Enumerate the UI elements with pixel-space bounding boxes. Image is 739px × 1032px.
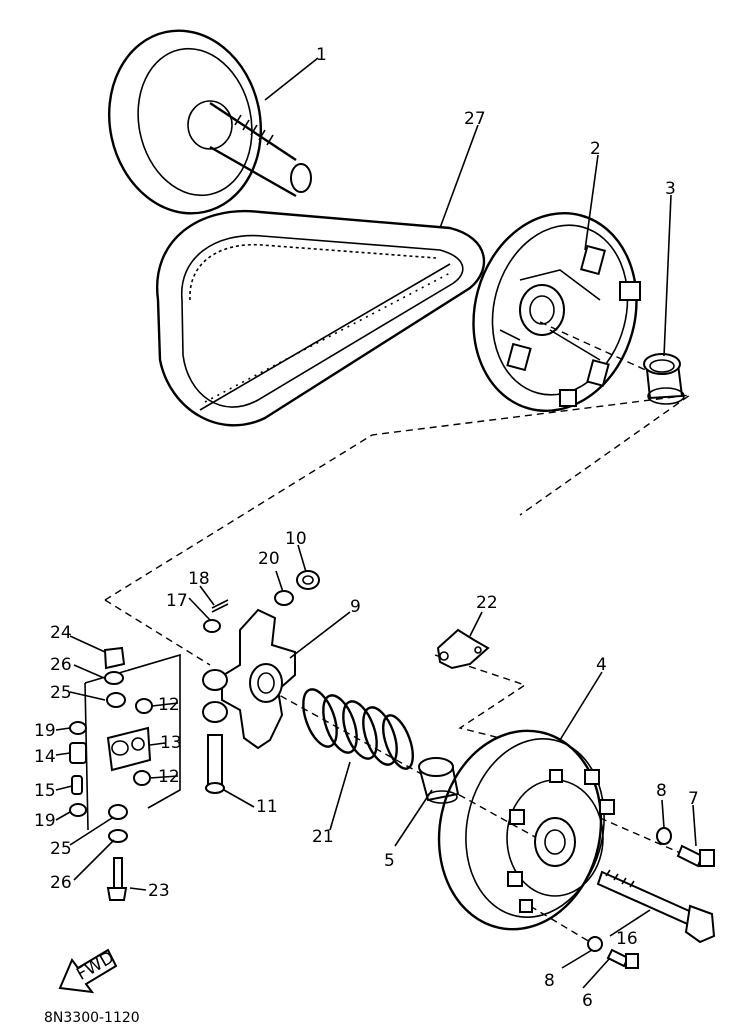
- callout-17: 17: [166, 591, 188, 611]
- part-12-bushing-lower: [133, 770, 151, 786]
- part-16-bolt: [596, 869, 716, 944]
- part-15-pin: [71, 775, 83, 795]
- callout-1: 1: [316, 45, 327, 65]
- part-19-washer-upper: [69, 721, 87, 735]
- callout-14: 14: [34, 747, 56, 767]
- left-weight-stack: [69, 646, 181, 901]
- callout-labels: 1 2 3 4 5 6 7 8 8 9 10 11 12 12 13 14 15…: [34, 45, 699, 1011]
- callout-25-upper: 25: [50, 683, 72, 703]
- part-25-collar-lower: [108, 804, 128, 820]
- part-14-roller: [69, 742, 87, 764]
- part-5-bushing: [418, 757, 460, 804]
- callout-7: 7: [688, 789, 699, 809]
- callout-6: 6: [582, 991, 593, 1011]
- center-line: [539, 321, 651, 373]
- callout-23: 23: [148, 881, 170, 901]
- part-10-bushing: [296, 570, 320, 590]
- bracket-outline: [434, 654, 527, 739]
- callout-9: 9: [350, 597, 361, 617]
- part-1-fixed-sheave: [107, 29, 312, 215]
- callout-3: 3: [665, 179, 676, 199]
- callout-13: 13: [160, 733, 182, 753]
- callout-4: 4: [596, 655, 607, 675]
- fastener-line-upper: [599, 817, 686, 856]
- leader-lines: [55, 57, 697, 989]
- callout-16: 16: [616, 929, 638, 949]
- callout-22: 22: [476, 593, 498, 613]
- callout-21: 21: [312, 827, 334, 847]
- callout-5: 5: [384, 851, 395, 871]
- assembly-outline: [104, 394, 691, 666]
- part-6-bolt: [606, 948, 639, 969]
- part-7-bolt: [676, 844, 715, 868]
- part-24-nut: [103, 646, 126, 670]
- part-23-bolt: [113, 857, 123, 889]
- part-13-weight: [106, 726, 152, 772]
- callout-12-upper: 12: [158, 695, 180, 715]
- callout-18: 18: [188, 569, 210, 589]
- callout-8-lower: 8: [544, 971, 555, 991]
- callout-11: 11: [256, 797, 278, 817]
- part-18-spring-pin: [211, 599, 229, 613]
- callout-24: 24: [50, 623, 72, 643]
- diagram-code: 8N3300-1120: [44, 1010, 140, 1026]
- callout-27: 27: [464, 109, 486, 129]
- fwd-arrow: FWD: [58, 948, 118, 994]
- part-25-collar-upper: [106, 692, 126, 708]
- callout-20: 20: [258, 549, 280, 569]
- part-8-washer-upper: [656, 827, 672, 845]
- callout-19-lower: 19: [34, 811, 56, 831]
- part-9-spider: [202, 608, 296, 750]
- center-line-lower: [269, 689, 556, 849]
- part-3-bushing: [643, 353, 685, 405]
- callout-8-upper: 8: [656, 781, 667, 801]
- part-22-bracket: [436, 628, 490, 670]
- part-11-pin: [205, 734, 225, 794]
- fastener-line-lower: [519, 899, 601, 949]
- part-17-washer: [203, 619, 221, 633]
- part-26-washer-lower: [108, 829, 128, 843]
- callout-26-lower: 26: [50, 873, 72, 893]
- callout-19-upper: 19: [34, 721, 56, 741]
- part-4-movable-sheave: [437, 729, 615, 931]
- callout-12-lower: 12: [158, 767, 180, 787]
- part-19-washer-lower: [69, 803, 87, 817]
- callout-26-upper: 26: [50, 655, 72, 675]
- callout-15: 15: [34, 781, 56, 801]
- part-26-washer-upper: [104, 671, 124, 685]
- part-27-drive-belt: [155, 209, 486, 427]
- part-2-sheave-cover: [472, 212, 641, 412]
- callout-2: 2: [590, 139, 601, 159]
- part-12-bushing-upper: [135, 698, 153, 714]
- callout-10: 10: [285, 529, 307, 549]
- part-21-spring: [302, 688, 414, 770]
- part-20-washer: [274, 590, 294, 606]
- part-8-washer-lower: [587, 936, 603, 952]
- callout-25-lower: 25: [50, 839, 72, 859]
